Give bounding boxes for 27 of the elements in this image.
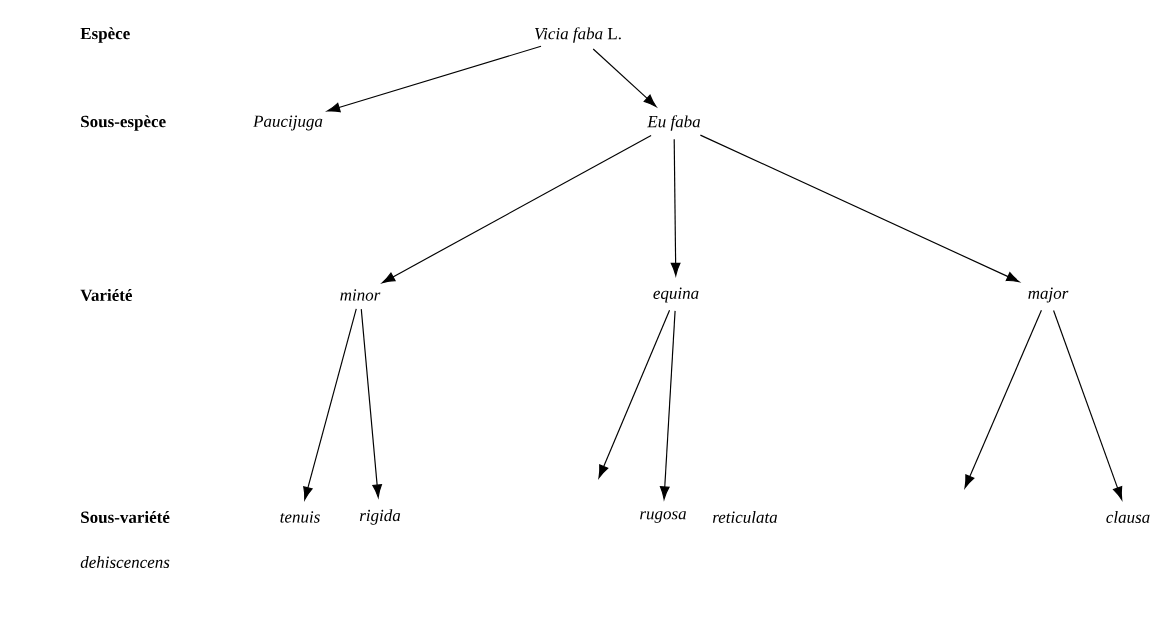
arrow (659, 310, 676, 500)
taxon-name: rigida (359, 509, 401, 525)
taxon-name: tenuis (280, 511, 320, 523)
arrow (1053, 309, 1123, 501)
taxon-name: clausa (1106, 511, 1150, 523)
group-label: Espèce (80, 27, 130, 43)
arrow (360, 308, 382, 498)
arrow (964, 309, 1042, 489)
taxon-name: Vicia faba L. (534, 27, 621, 43)
arrow (699, 134, 1020, 283)
arrow (326, 45, 542, 113)
group-label: Sous-espèce (81, 115, 166, 131)
group-label: Variété (80, 288, 132, 302)
taxon-name: equina (653, 287, 699, 303)
arrow (598, 309, 671, 479)
taxon-name: Paucijuga (253, 115, 323, 131)
taxon-name: minor (340, 289, 381, 301)
taxon-label: reticulata (712, 511, 778, 523)
taxon-name: rugosa (640, 511, 686, 523)
arrow (303, 308, 357, 501)
arrow (381, 135, 652, 284)
arrow (592, 48, 657, 108)
arrow (670, 138, 681, 276)
taxon-name: major (1028, 287, 1069, 303)
taxon-label: dehiscencens (80, 556, 170, 568)
group-label: Sous-variété (81, 511, 170, 523)
taxon-name: Eu faba (647, 115, 701, 131)
